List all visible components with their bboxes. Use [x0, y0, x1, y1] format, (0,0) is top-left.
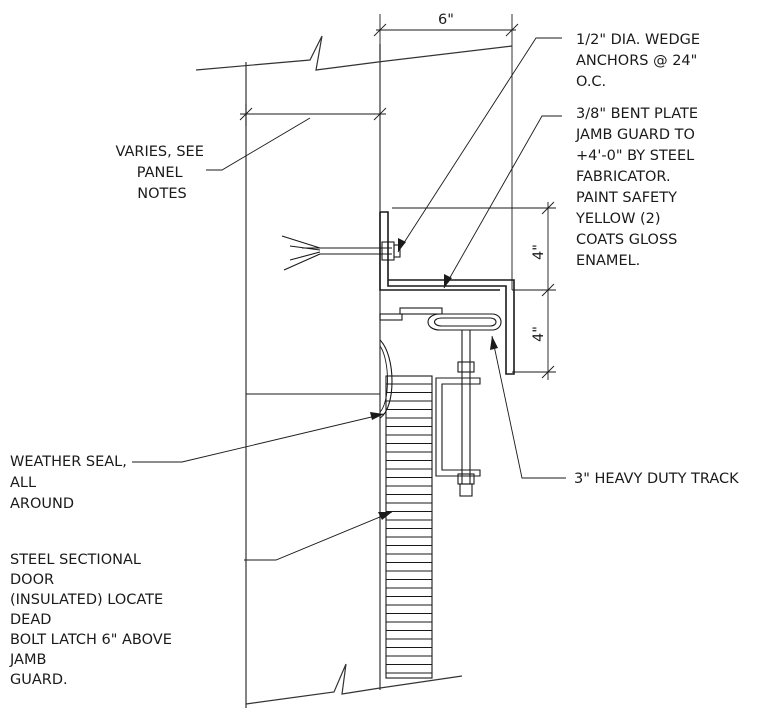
note-weather-seal: WEATHER SEAL, ALL AROUND [10, 454, 131, 512]
wedge-anchor [281, 235, 401, 271]
steel-sectional-door [385, 375, 433, 679]
dimension-lower-4-label: 4" [531, 326, 547, 342]
track-leader-arrow [490, 336, 498, 350]
weather-seal-leader-arrow [370, 412, 384, 420]
dimension-6-inch: 6" [373, 12, 519, 290]
note-door: STEEL SECTIONAL DOOR (INSULATED) LOCATE … [9, 552, 176, 688]
track-leader-line [491, 335, 566, 479]
dimension-vertical-4-inch: 4" 4" [392, 201, 556, 380]
note-track: 3" HEAVY DUTY TRACK [574, 471, 739, 487]
dimension-6-label: 6" [438, 12, 454, 28]
door-leader-arrow [378, 512, 392, 520]
door-leader-line [244, 511, 393, 561]
bottom-break-line [245, 663, 463, 705]
wall-panel [195, 35, 513, 708]
note-jamb-guard: 3/8" BENT PLATE JAMB GUARD TO +4'-0" BY … [575, 106, 703, 269]
anchors-leader-line [397, 37, 562, 253]
bent-plate-jamb-guard [379, 211, 515, 375]
anchors-leader-arrow [398, 238, 406, 252]
weather-seal [379, 313, 403, 419]
note-varies: VARIES, SEE PANEL NOTES [116, 144, 209, 202]
varies-leader-line [206, 117, 311, 171]
note-anchors: 1/2" DIA. WEDGE ANCHORS @ 24" O.C. [576, 32, 705, 90]
jamb-guard-leader-line [443, 115, 562, 289]
jamb-guard-leader-arrow [444, 274, 452, 288]
dimension-varies [206, 104, 387, 171]
heavy-duty-track [399, 307, 502, 497]
weather-seal-leader-line [132, 413, 385, 463]
dimension-upper-4-label: 4" [531, 244, 547, 260]
top-break-line [195, 35, 513, 71]
